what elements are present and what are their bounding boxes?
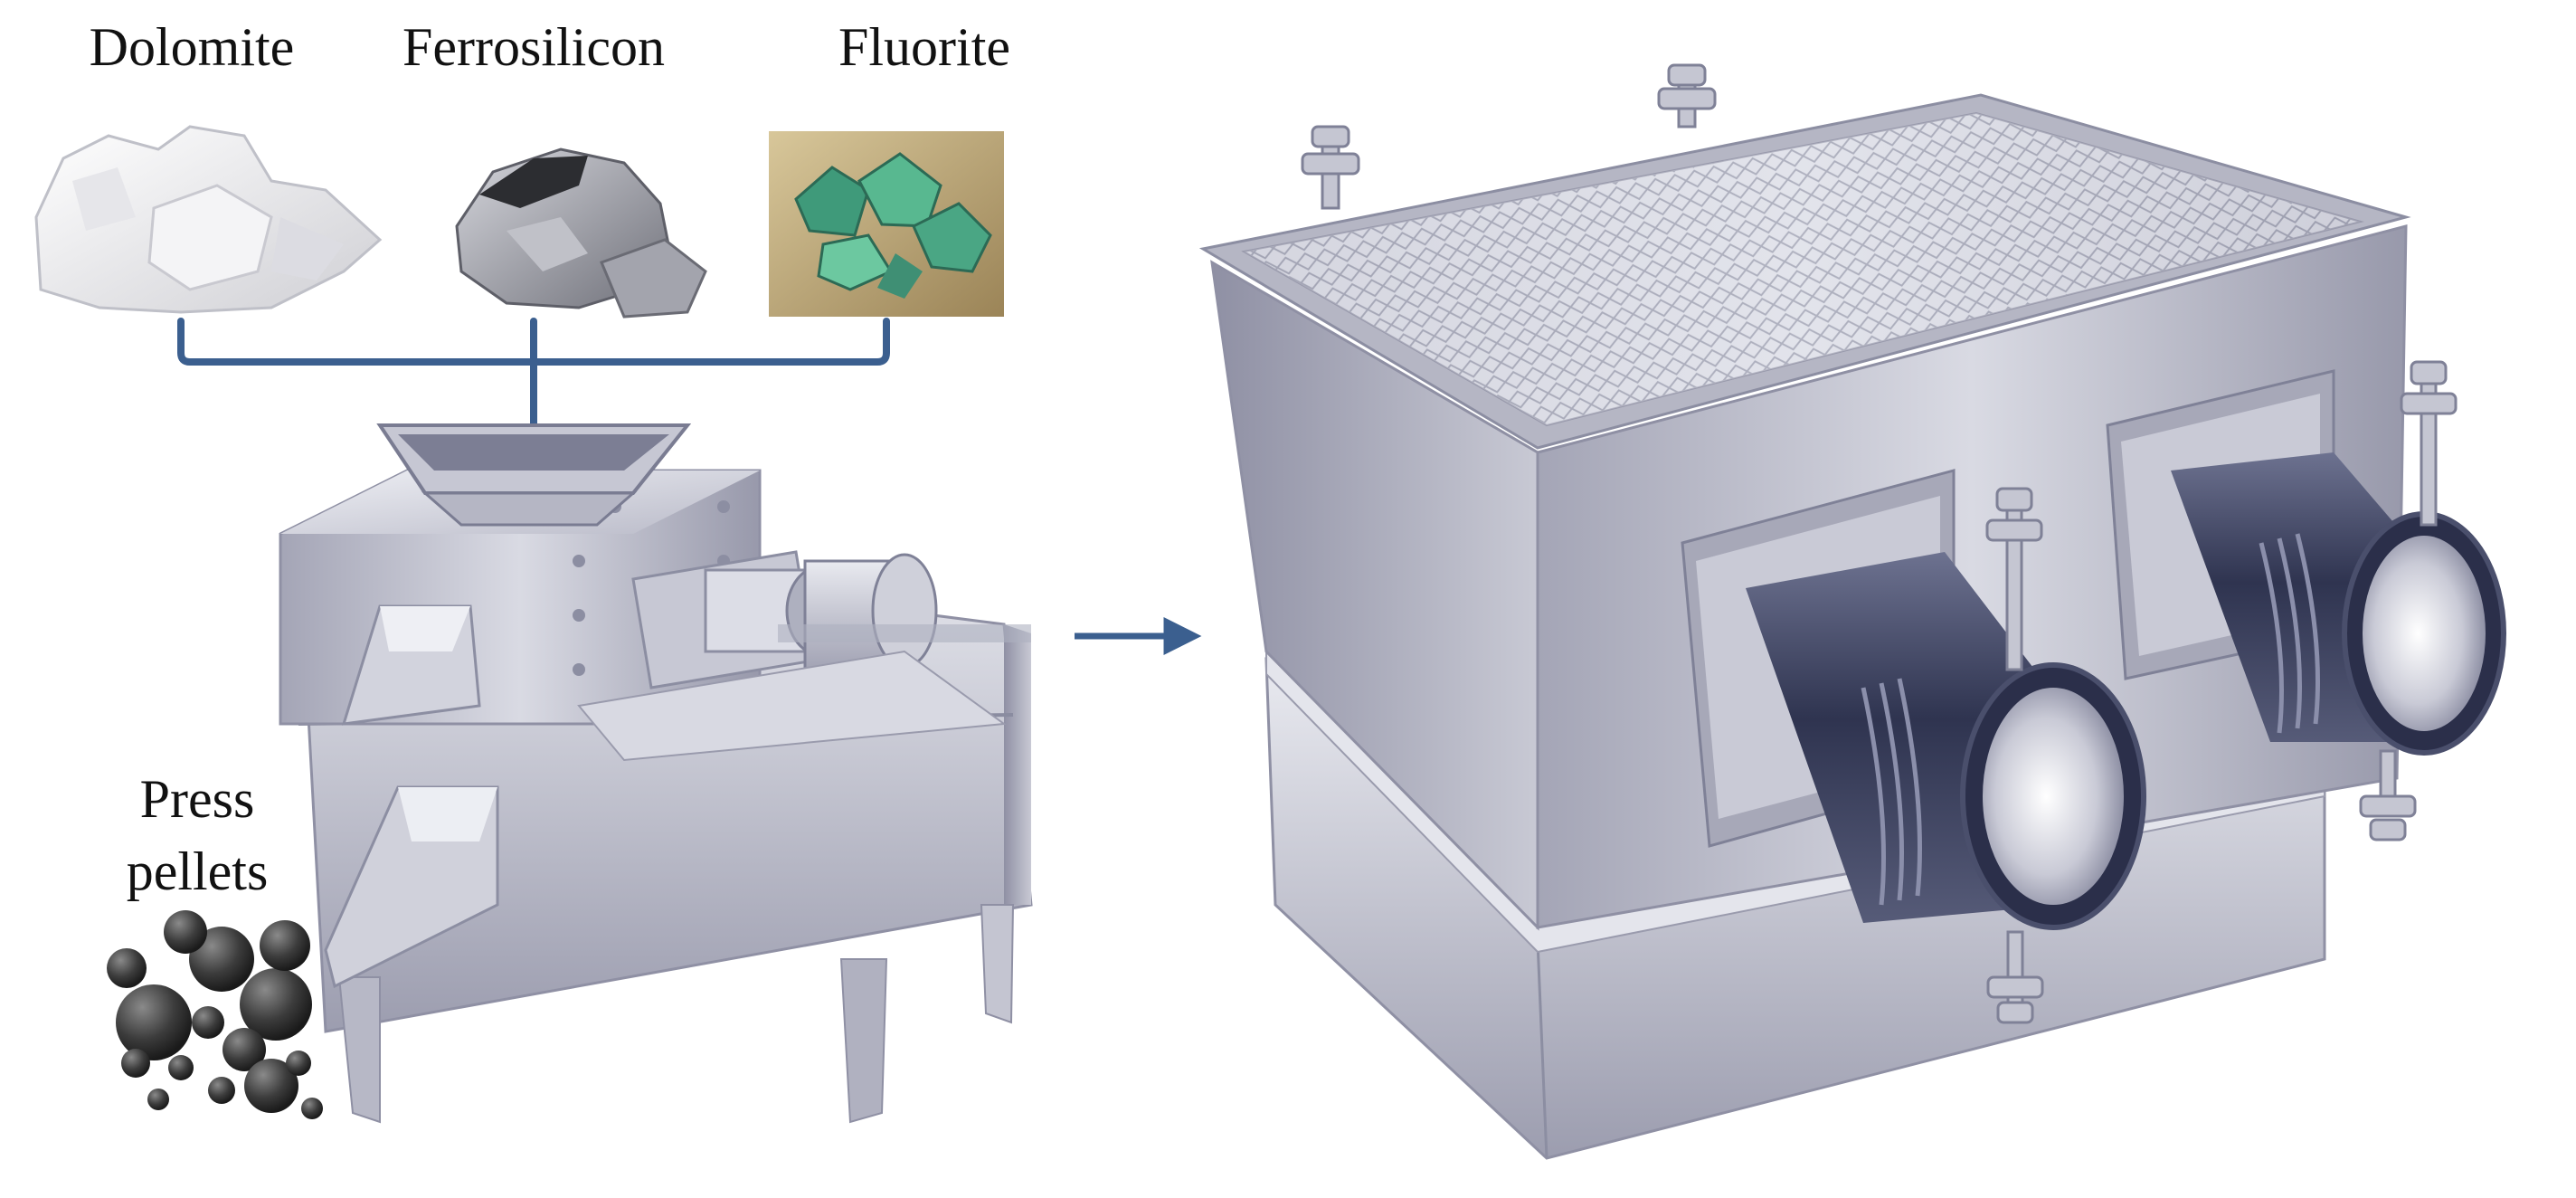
pellet-press-machine (279, 423, 1033, 1124)
press-label-line2: pellets (127, 841, 269, 901)
reactor-pipe-left (1681, 469, 2146, 930)
material-label-fluorite: Fluorite (838, 17, 1010, 77)
material-connector (177, 318, 890, 427)
fitting-top-center (1657, 63, 1717, 128)
fitting-top-left (1301, 125, 1360, 210)
reactor-pipe-right (2106, 369, 2506, 756)
fitting-left-pipe-top (1985, 487, 2043, 671)
press-label-line1: Press (140, 769, 255, 829)
ferrosilicon-rock-icon (455, 147, 707, 319)
fitting-right-pipe-top (2400, 360, 2458, 527)
pellet-pile-icon (107, 910, 323, 1119)
fitting-left-pipe-bottom (1986, 930, 2044, 1024)
material-label-ferrosilicon: Ferrosilicon (402, 17, 665, 77)
fluorite-crystal-icon (769, 131, 1004, 317)
material-label-dolomite: Dolomite (90, 17, 295, 77)
dolomite-rock-icon (34, 125, 383, 314)
fitting-right-pipe-bottom (2359, 749, 2417, 841)
